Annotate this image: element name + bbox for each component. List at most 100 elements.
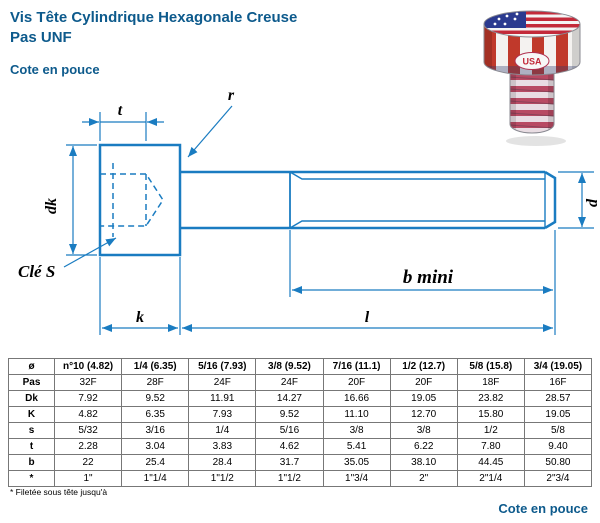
shank-outline [509,74,555,134]
table-cell: 22 [53,454,123,471]
column-header: 3/4 (19.05) [523,358,593,375]
table-cell: 5/8 [523,422,593,439]
table-cell: 2.28 [53,438,123,455]
table-cell: 25.4 [121,454,190,471]
table-cell: 11.10 [322,406,391,423]
table-cell: 44.45 [456,454,525,471]
row-label: * [8,470,55,487]
footnote: * Filetée sous tête jusqu'à [10,487,108,497]
dimension-lines [63,105,594,335]
table-cell: 32F [53,374,123,391]
table-cell: 9.52 [255,406,324,423]
table-cell: 1" [53,470,123,487]
usa-flag-screw-image: USA [483,10,581,146]
label-d: d [584,198,600,207]
table-cell: 19.05 [389,390,458,407]
label-cle-s: Clé S [18,262,55,281]
table-cell: 38.10 [389,454,458,471]
head-outline [483,24,581,76]
column-header-diameter: ø [8,358,55,375]
shadow [506,136,566,146]
table-cell: 28.57 [523,390,593,407]
caption-bottom-right: Cote en pouce [498,501,588,516]
table-cell: 5.41 [322,438,391,455]
dimension-table: ø n°10 (4.82) 1/4 (6.35) 5/16 (7.93) 3/8… [8,358,593,487]
table-cell: 9.52 [121,390,190,407]
table-cell: 3.04 [121,438,190,455]
row-label: s [8,422,55,439]
table-cell: 5/16 [255,422,324,439]
table-cell: 1"1/2 [188,470,257,487]
column-header: 5/16 (7.93) [188,358,257,375]
hex-socket-hidden-lines [100,163,164,237]
table-cell: 14.27 [255,390,324,407]
column-header: 7/16 (11.1) [322,358,391,375]
table-cell: 20F [322,374,391,391]
table-cell: 4.62 [255,438,324,455]
subtitle-top: Cote en pouce [10,62,100,77]
table-cell: 31.7 [255,454,324,471]
table-cell: 35.05 [322,454,391,471]
screw-outline [98,143,557,257]
table-cell: 18F [456,374,525,391]
table-cell: 1/4 [188,422,257,439]
table-cell: 20F [389,374,458,391]
label-k: k [136,309,144,326]
table-cell: 6.22 [389,438,458,455]
table-cell: 16F [523,374,593,391]
page-title-line2: Pas UNF [10,29,72,47]
table-cell: 9.40 [523,438,593,455]
table-cell: 19.05 [523,406,593,423]
label-r: r [228,87,235,104]
table-row-b: b 22 25.4 28.4 31.7 35.05 38.10 44.45 50… [8,454,593,471]
table-cell: 3.83 [188,438,257,455]
column-header: n°10 (4.82) [53,358,123,375]
table-cell: 7.92 [53,390,123,407]
table-cell: 1"3/4 [322,470,391,487]
label-t: t [118,102,123,119]
label-l: l [365,309,370,326]
column-header: 5/8 (15.8) [456,358,525,375]
table-row-pas: Pas 32F 28F 24F 24F 20F 20F 18F 16F [8,374,593,391]
usa-badge [514,52,550,70]
technical-drawing: t r dk d Clé S k l b mini [18,87,600,335]
table-cell: 1"1/2 [255,470,324,487]
table-row-dk: Dk 7.92 9.52 11.91 14.27 16.66 19.05 23.… [8,390,593,407]
table-cell: 7.80 [456,438,525,455]
table-cell: 12.70 [389,406,458,423]
row-label: t [8,438,55,455]
screw-head-top [484,11,580,37]
table-row-k: K 4.82 6.35 7.93 9.52 11.10 12.70 15.80 … [8,406,593,423]
usa-badge-label: USA [522,57,542,67]
table-cell: 2" [389,470,458,487]
table-cell: 3/8 [389,422,458,439]
table-row-length: * 1" 1"1/4 1"1/2 1"1/2 1"3/4 2" 2"1/4 2"… [8,470,593,487]
page-title: Vis Tête Cylindrique Hexagonale Creuse P… [10,8,297,49]
table-cell: 24F [255,374,324,391]
label-dk: dk [43,198,60,214]
table-cell: 28F [121,374,190,391]
row-label: K [8,406,55,423]
table-cell: 24F [188,374,257,391]
row-label: Pas [8,374,55,391]
table-cell: 11.91 [188,390,257,407]
table-cell: 3/8 [322,422,391,439]
table-cell: 23.82 [456,390,525,407]
table-cell: 1/2 [456,422,525,439]
table-cell: 1"1/4 [121,470,190,487]
table-cell: 28.4 [188,454,257,471]
column-header: 1/4 (6.35) [121,358,190,375]
label-b-mini: b mini [403,267,454,288]
table-cell: 5/32 [53,422,123,439]
table-cell: 7.93 [188,406,257,423]
column-header: 3/8 (9.52) [255,358,324,375]
table-cell: 3/16 [121,422,190,439]
page-title-line1: Vis Tête Cylindrique Hexagonale Creuse [10,9,298,26]
table-header-row: ø n°10 (4.82) 1/4 (6.35) 5/16 (7.93) 3/8… [8,358,593,375]
table-row-s: s 5/32 3/16 1/4 5/16 3/8 3/8 1/2 5/8 [8,422,593,439]
table-cell: 2"1/4 [456,470,525,487]
table-cell: 6.35 [121,406,190,423]
dimension-labels: t r dk d Clé S k l b mini [18,87,600,326]
table-cell: 50.80 [523,454,593,471]
screw-shank [510,74,554,133]
